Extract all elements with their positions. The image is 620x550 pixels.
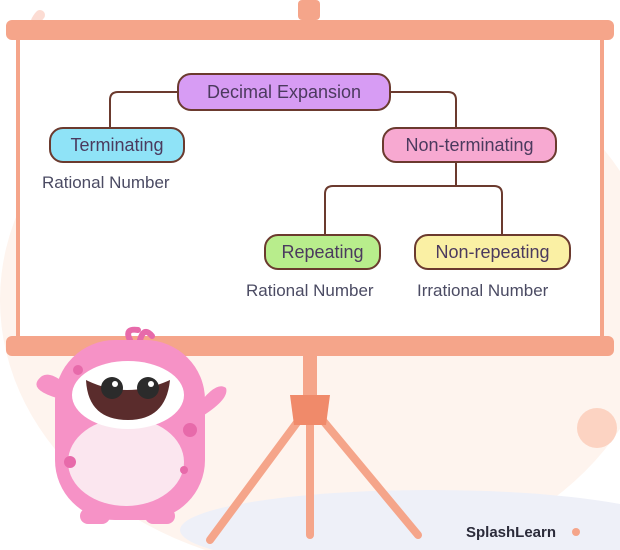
connector-root-terminating bbox=[109, 91, 177, 127]
caption-non-repeating: Irrational Number bbox=[417, 281, 549, 300]
node-decimal-expansion: Decimal Expansion bbox=[177, 73, 391, 111]
node-repeating: Repeating bbox=[264, 234, 381, 270]
screen-hook bbox=[298, 0, 320, 20]
connector-nonterminating-nonrepeating bbox=[456, 185, 503, 234]
node-non-repeating: Non-repeating bbox=[414, 234, 571, 270]
floor-shadow bbox=[180, 490, 620, 550]
tripod-pole bbox=[303, 356, 317, 396]
mascot-monster bbox=[36, 326, 227, 524]
tripod-leg-right bbox=[306, 401, 422, 539]
splashlearn-logo-icon bbox=[572, 528, 580, 536]
caption-repeating: Rational Number bbox=[246, 281, 374, 300]
node-terminating: Terminating bbox=[49, 127, 185, 163]
tripod-leg-left bbox=[206, 401, 314, 544]
tripod-collar bbox=[290, 395, 330, 425]
caption-terminating: Rational Number bbox=[42, 173, 170, 192]
connector-root-nonterminating bbox=[391, 91, 457, 127]
brand-logo-text: SplashLearn bbox=[466, 524, 557, 541]
screen-top-bar bbox=[6, 20, 614, 40]
decor-circle bbox=[577, 408, 617, 448]
connector-nonterminating-repeating bbox=[324, 185, 456, 234]
node-non-terminating: Non-terminating bbox=[382, 127, 557, 163]
